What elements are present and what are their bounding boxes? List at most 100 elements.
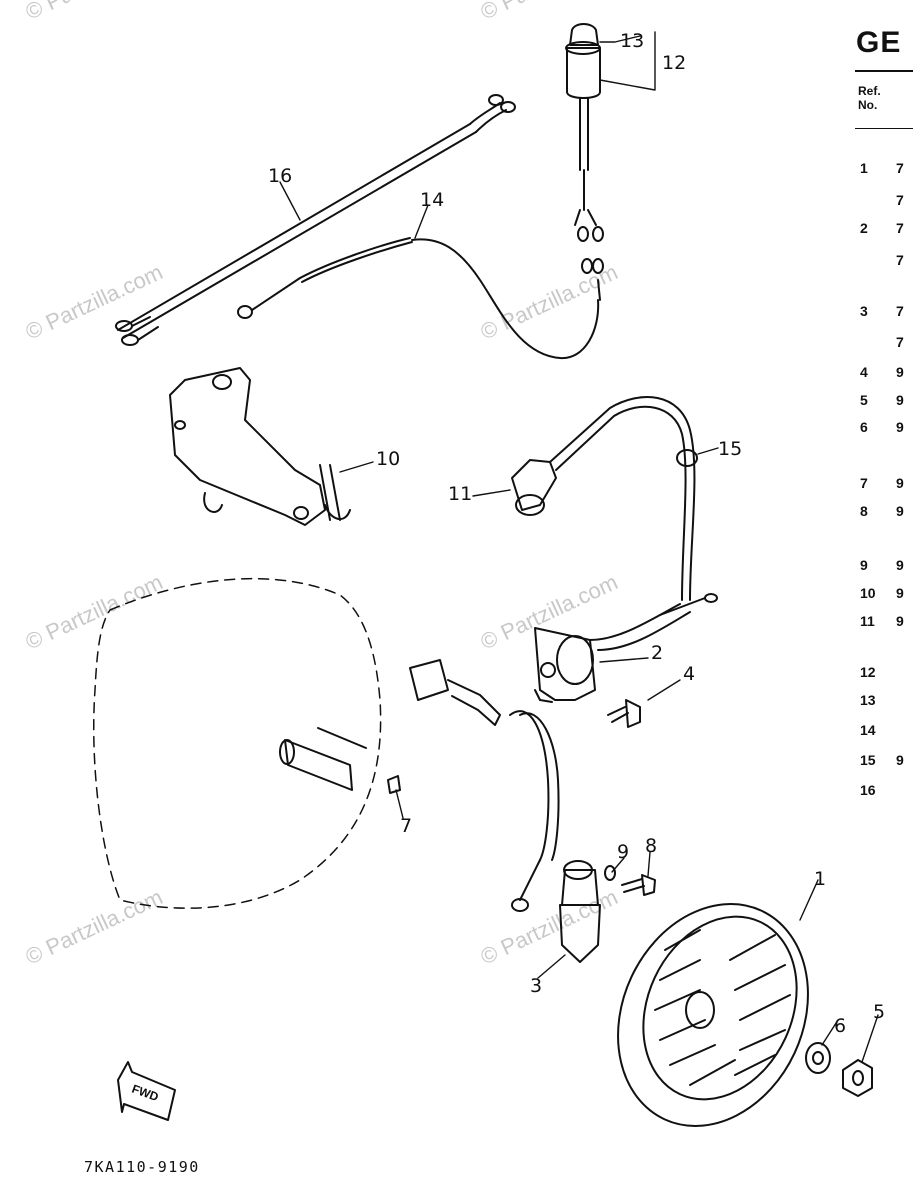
ref-number: 13 (860, 692, 876, 708)
part-number-fragment: 9 (896, 557, 904, 573)
watermarks: © Partzilla.com © Partzilla.com © Partzi… (22, 0, 622, 970)
screw-8 (621, 874, 656, 896)
part-number-fragment: 9 (896, 392, 904, 408)
ref-number: 4 (860, 364, 868, 380)
part-number-fragment: 9 (896, 364, 904, 380)
woodruff-key-7 (279, 727, 401, 794)
callout-13: 13 (620, 30, 644, 52)
table-row: 13 (860, 692, 896, 708)
ref-number: 7 (860, 475, 868, 491)
washer-6-hole (812, 1051, 824, 1065)
connector-leads (409, 659, 560, 861)
callout-3: 3 (530, 975, 542, 997)
callout-1: 1 (814, 868, 826, 890)
part-number-fragment: 9 (896, 503, 904, 519)
watermark-7: © Partzilla.com (22, 0, 167, 25)
callout-8: 8 (645, 835, 657, 857)
ref-header-line1: Ref. (858, 84, 881, 98)
table-row: 15 9 (860, 752, 904, 768)
table-row: 7 (860, 334, 904, 350)
ignition-coil-2 (534, 593, 718, 703)
ref-number: 12 (860, 664, 876, 680)
ref-number: 5 (860, 392, 868, 408)
callout-2: 2 (651, 642, 663, 664)
callout-10: 10 (376, 448, 400, 470)
ref-number: 14 (860, 722, 876, 738)
screw-4 (607, 699, 641, 728)
part-number-fragment: 9 (896, 585, 904, 601)
part-number-fragment: 9 (896, 752, 904, 768)
engine-outline (93, 577, 382, 909)
callout-11: 11 (448, 483, 472, 505)
flywheel-1 (617, 903, 809, 1127)
callout-7: 7 (400, 815, 412, 837)
bracket-10 (169, 367, 351, 526)
watermark-5: © Partzilla.com (477, 569, 622, 654)
callout-9: 9 (617, 841, 629, 863)
washer-9 (604, 865, 616, 881)
ref-number: 9 (860, 557, 868, 573)
table-row: 7 (860, 192, 904, 208)
ref-header-line2: No. (858, 98, 878, 112)
leader-lines (279, 31, 879, 1063)
ref-number: 8 (860, 503, 868, 519)
nut-5 (842, 1059, 873, 1097)
catalog-title: GE (856, 26, 902, 59)
fwd-label: FWD (130, 1082, 161, 1105)
callout-15: 15 (718, 438, 742, 460)
watermark-2: © Partzilla.com (22, 569, 167, 654)
table-rule-header (855, 128, 913, 129)
part-number-fragment: 9 (896, 613, 904, 629)
table-row: 10 9 (860, 585, 904, 601)
watermark-8: © Partzilla.com (477, 0, 622, 25)
ref-number: 1 (860, 160, 868, 176)
callout-14: 14 (420, 189, 444, 211)
part-number-fragment: 9 (896, 475, 904, 491)
part-number-fragment: 7 (896, 192, 904, 208)
charge-coil-3 (511, 859, 601, 963)
ref-number: 11 (860, 613, 875, 629)
ref-number: 10 (860, 585, 876, 601)
callout-5: 5 (873, 1001, 885, 1023)
lead-wire-14 (237, 237, 604, 360)
washer-6 (805, 1042, 831, 1074)
switch-12 (565, 23, 604, 242)
table-row: 12 (860, 664, 896, 680)
table-row: 16 (860, 782, 896, 798)
part-number-fragment: 7 (896, 220, 904, 236)
callout-6: 6 (834, 1015, 846, 1037)
table-row: 11 9 (860, 613, 904, 629)
callout-4: 4 (683, 663, 695, 685)
ref-no-header: Ref. No. (858, 84, 881, 112)
part-number-fragment: 7 (896, 252, 904, 268)
part-number-fragment: 7 (896, 334, 904, 350)
callout-16: 16 (268, 165, 292, 187)
drawing-code: 7KA110-9190 (84, 1158, 200, 1176)
ref-number: 3 (860, 303, 868, 319)
plug-cap-11 (511, 396, 698, 601)
watermark-3: © Partzilla.com (22, 884, 167, 969)
callout-12: 12 (662, 52, 686, 74)
fwd-arrow-icon (117, 1061, 176, 1121)
ref-number: 15 (860, 752, 876, 768)
ref-number: 6 (860, 419, 868, 435)
table-rule-top (855, 70, 913, 72)
wire-harness-16 (115, 94, 516, 346)
ref-number: 16 (860, 782, 876, 798)
part-number-fragment: 9 (896, 419, 904, 435)
part-number-fragment: 7 (896, 303, 904, 319)
table-row: 14 (860, 722, 896, 738)
ref-number: 2 (860, 220, 868, 236)
callout-labels: 1 2 3 4 5 6 7 8 9 10 11 12 13 14 15 16 (268, 30, 885, 1037)
part-number-fragment: 7 (896, 160, 904, 176)
